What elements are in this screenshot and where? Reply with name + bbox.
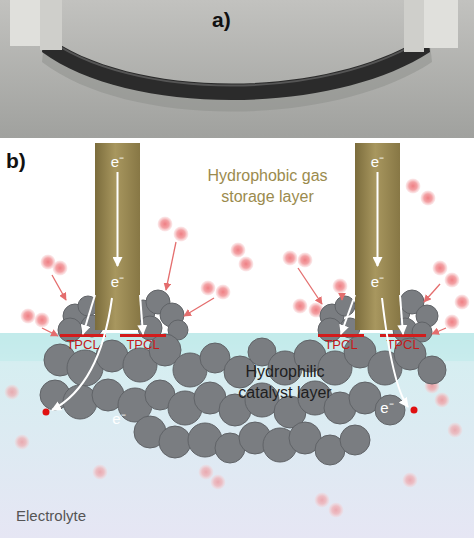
gas-arrow [52,275,66,300]
gas-arrow [42,328,58,336]
catalyst-particle [159,426,191,458]
electron-label: e⁻ [95,271,140,291]
gas-bubble [333,279,348,294]
gas-arrow [424,284,440,302]
electron-flow-arrow [140,295,143,334]
gas-bubble [239,257,254,272]
gas-bubble [93,465,108,480]
current-collector: e⁻ e⁻ [95,143,140,330]
region-label: Electrolyte [16,506,136,526]
gas-bubble [455,295,470,310]
electrode-strip [42,34,430,100]
electron-label: e⁻ [95,151,140,171]
gas-arrow [184,298,214,316]
gas-bubble [21,309,36,324]
electron-flow-arrow [83,295,95,334]
gas-bubble [421,191,436,206]
gas-bubble [53,261,68,276]
gas-bubble [211,475,226,490]
electron-label: e⁻ [355,151,400,171]
electron-arrow [52,298,112,410]
electron-flow-arrow [341,295,355,334]
gas-bubble [35,313,50,328]
electrolyte-region [0,333,474,538]
tpcl-text: TPCL [380,337,426,352]
panel-label: b) [6,147,46,174]
gas-bubble [216,285,231,300]
gas-bubble [315,493,330,508]
catalyst-particle [63,385,97,419]
gas-bubble [435,393,450,408]
reaction-site [43,409,50,416]
current-collector: e⁻ e⁻ [355,143,400,330]
gas-bubble [403,473,418,488]
gas-bubble [329,503,344,518]
tpcl-marker: TPCL [380,334,426,356]
gas-bubble [231,243,246,258]
tpcl-marker: TPCL [120,334,166,356]
gas-bubble [5,385,20,400]
gas-bubble [199,465,214,480]
tpcl-text: TPCL [120,337,166,352]
layer-label: Hydrophobic gas storage layer [205,166,330,208]
electron-label: e⁻ [355,271,400,291]
gas-bubble [433,261,448,276]
tpcl-marker: TPCL [318,334,364,356]
gas-bubble [445,273,460,288]
gas-arrow [432,328,446,334]
panel-label: a) [212,6,252,33]
gas-arrow [298,268,322,304]
electron-label: e⁻ [104,409,134,429]
electron-arrow [377,172,379,266]
electron-label: e⁻ [372,398,402,418]
electron-arrow [382,298,408,407]
clamp [40,0,62,50]
electron-arrow [117,172,119,266]
gas-bubble [201,281,216,296]
tpcl-text: TPCL [60,337,106,352]
gas-bubble [298,253,313,268]
tpcl-marker: TPCL [60,334,106,356]
gas-bubble [158,217,173,232]
gas-bubble [445,315,460,330]
gas-bubble [15,435,30,450]
layer-label: Hydrophilic catalyst layer [230,362,340,404]
gas-bubble [293,299,308,314]
photo-background [0,0,474,138]
catalyst-particle [340,425,370,455]
reaction-site [411,407,418,414]
gas-bubble [406,179,421,194]
gas-bubble [283,251,298,266]
gas-bubble [448,423,463,438]
strip-edge [44,36,428,86]
gas-arrow [166,242,176,290]
gas-arrow [341,295,342,300]
catalyst-particle [418,356,446,384]
clamp [404,0,424,52]
catalyst-particle [335,296,355,316]
gas-bubble [174,227,189,242]
tpcl-text: TPCL [318,337,364,352]
electron-flow-arrow [400,295,403,334]
